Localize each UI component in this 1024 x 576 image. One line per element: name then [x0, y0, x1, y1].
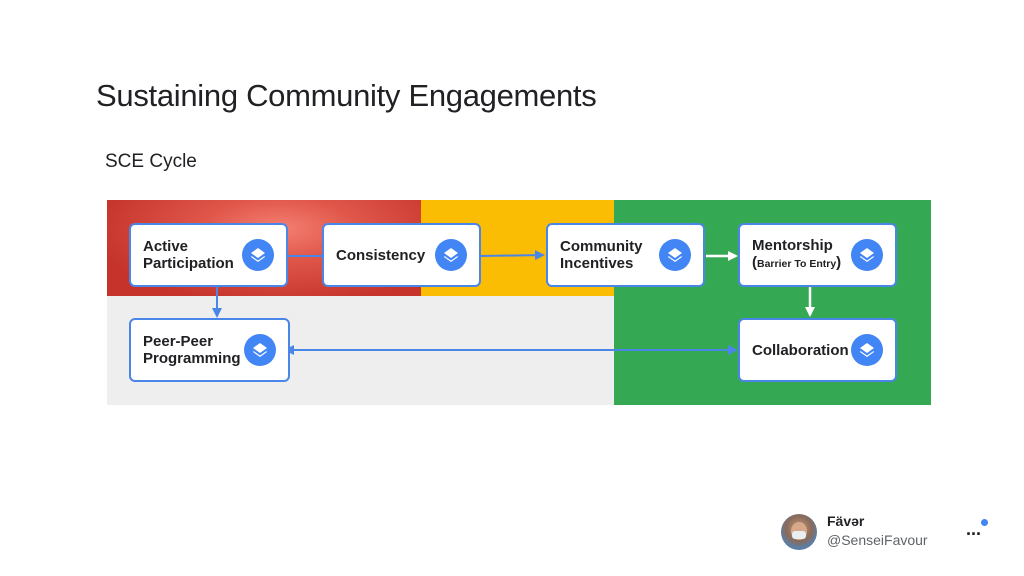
author-name[interactable]: Fävər	[827, 513, 865, 529]
more-options-icon[interactable]: ...	[966, 519, 982, 539]
layers-icon	[851, 334, 883, 366]
slide-subtitle: SCE Cycle	[105, 151, 197, 172]
layers-icon	[435, 239, 467, 271]
node-consistency: Consistency	[322, 223, 481, 287]
slide-title: Sustaining Community Engagements	[96, 78, 597, 113]
node-label: Community Incentives	[560, 238, 643, 272]
node-mentorship: Mentorship (Barrier To Entry)	[738, 223, 897, 287]
node-active-participation: Active Participation	[129, 223, 288, 287]
node-community-incentives: Community Incentives	[546, 223, 705, 287]
node-label: Mentorship (Barrier To Entry)	[752, 237, 842, 271]
node-label: Collaboration	[752, 341, 849, 359]
layers-icon	[851, 239, 883, 271]
node-peer-programming: Peer-Peer Programming	[129, 318, 290, 382]
node-label: Peer-Peer Programming	[143, 333, 241, 367]
node-collaboration: Collaboration	[738, 318, 897, 382]
node-label: Consistency	[336, 246, 426, 264]
layers-icon	[659, 239, 691, 271]
author-handle[interactable]: @SenseiFavour	[827, 532, 928, 548]
node-label: Active Participation	[143, 238, 234, 272]
layers-icon	[244, 334, 276, 366]
avatar[interactable]	[781, 514, 817, 550]
layers-icon	[242, 239, 274, 271]
notification-dot-icon	[981, 519, 988, 526]
